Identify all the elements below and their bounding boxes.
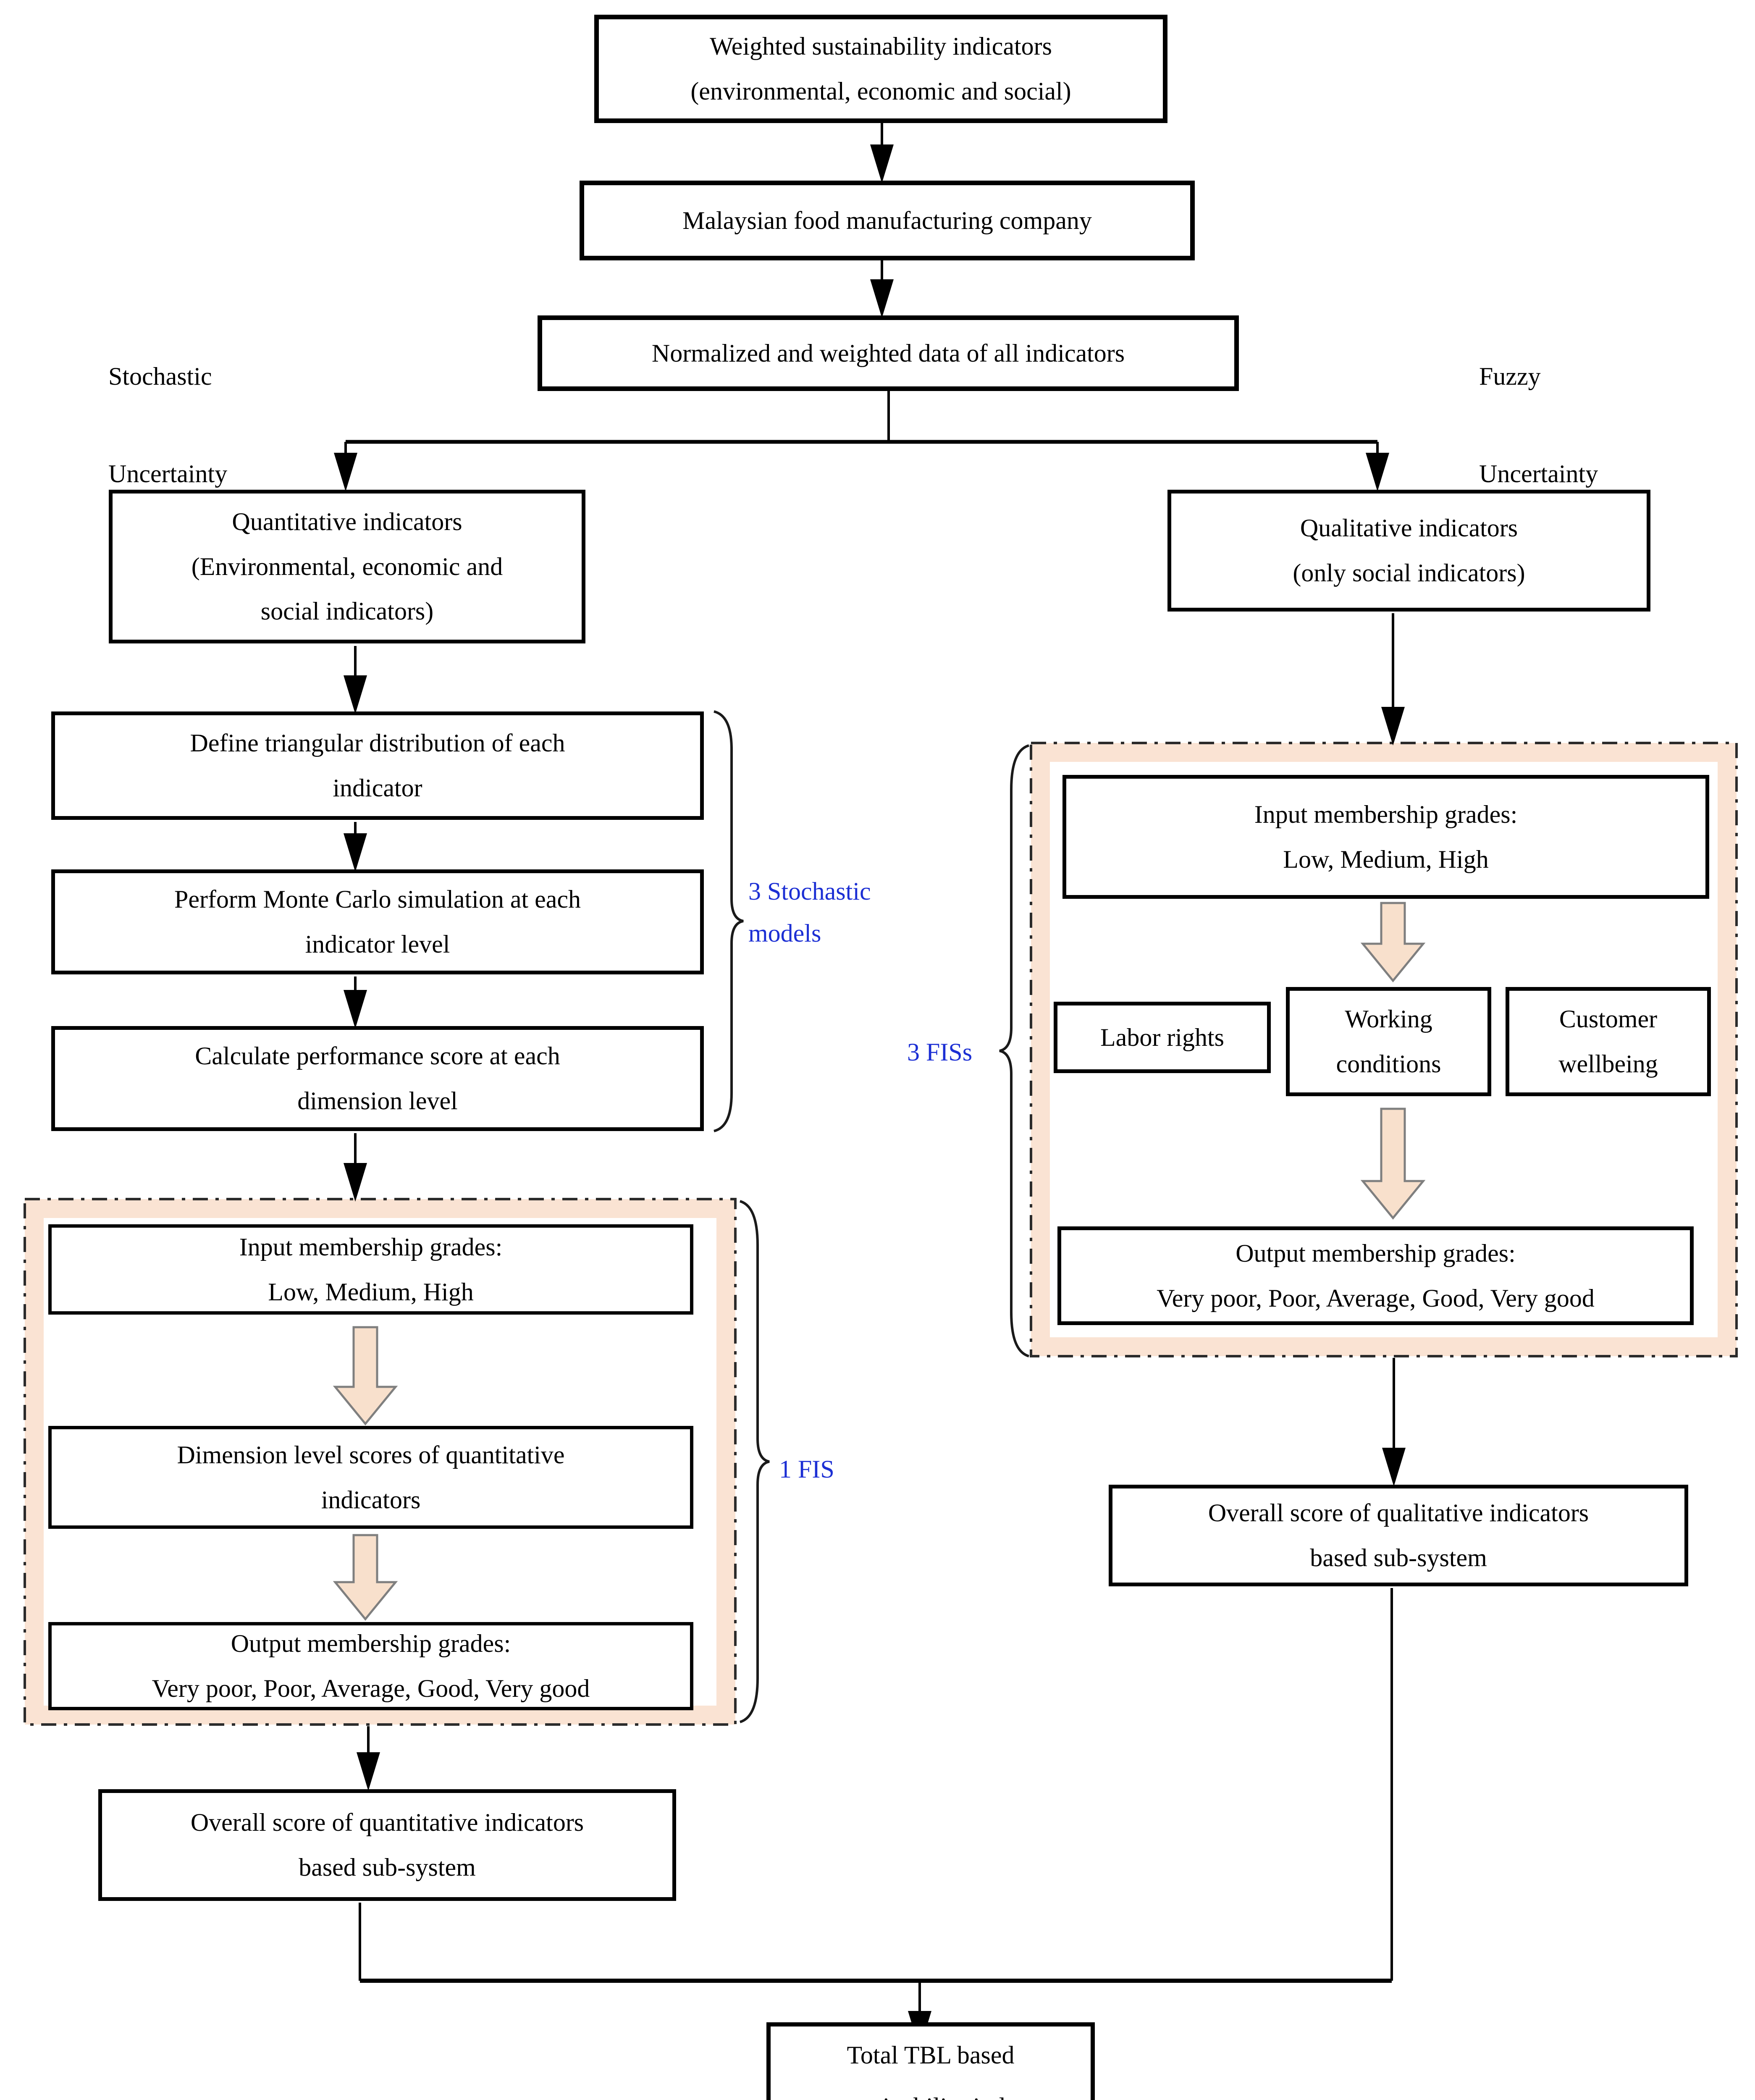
node-text-line: Labor rights (1100, 1023, 1224, 1051)
arrow-split-to-quantitative-head (334, 453, 357, 491)
left-fis-panel-dash-border (24, 1198, 737, 1726)
node-text-line: Dimension level scores of quantitative (177, 1441, 565, 1469)
arrow-split-to-qualitative-head (1366, 453, 1389, 491)
label-three-fiss: 3 FISs (907, 1031, 972, 1073)
label-text-line: 3 Stochastic (748, 877, 871, 905)
brace-one-fis (740, 1200, 770, 1723)
node-text-line: Normalized and weighted data of all indi… (651, 339, 1125, 367)
label-text-line: 1 FIS (779, 1455, 834, 1483)
block-arrow-right-input-to-indicators (1360, 902, 1426, 982)
node-text-line: Quantitative indicators (232, 507, 462, 536)
node-normalized-data: Normalized and weighted data of all indi… (538, 315, 1239, 391)
node-quantitative-indicators: Quantitative indicators (Environmental, … (109, 490, 585, 643)
node-text-line: (only social indicators) (1293, 559, 1525, 587)
node-text-line: Customer (1559, 1005, 1658, 1033)
node-text-line: Output membership grades: (1236, 1239, 1516, 1267)
node-text-line: Total TBL based (847, 2041, 1015, 2069)
brace-three-fiss (999, 744, 1029, 1357)
node-customer-wellbeing: Customer wellbeing (1506, 987, 1711, 1096)
node-text-line: Very poor, Poor, Average, Good, Very goo… (152, 1675, 590, 1702)
node-text-line: (Environmental, economic and (191, 552, 503, 580)
arrow-left-panel-to-overall-head (357, 1752, 380, 1791)
node-define-triangular-distribution: Define triangular distribution of each i… (51, 711, 704, 820)
node-overall-score-quantitative: Overall score of quantitative indicators… (98, 1789, 676, 1901)
arrow-qualitative-to-right-panel-head (1381, 707, 1405, 746)
node-text-line: Calculate performance score at each (195, 1042, 560, 1070)
brace-three-stochastic-models (714, 710, 744, 1132)
node-dimension-level-scores: Dimension level scores of quantitative i… (48, 1426, 693, 1529)
block-arrow-left-input-to-dimension (333, 1326, 398, 1425)
node-text-line: indicator (333, 774, 422, 802)
right-fis-panel-dash-border (1030, 742, 1738, 1357)
block-arrow-right-indicators-to-output (1360, 1108, 1426, 1220)
node-labor-rights: Labor rights (1054, 1002, 1271, 1073)
node-text-line: wellbeing (1558, 1050, 1658, 1078)
node-text-line: based sub-system (299, 1853, 476, 1881)
arrow-define-to-monte-head (344, 833, 367, 872)
node-text-line: Overall score of qualitative indicators (1208, 1499, 1589, 1527)
node-text-line: indicator level (305, 930, 450, 958)
node-output-membership-grades-right: Output membership grades: Very poor, Poo… (1057, 1226, 1694, 1325)
arrow-calculate-to-left-panel-head (344, 1163, 367, 1202)
label-text-line: Uncertainty (1479, 460, 1598, 488)
arrow-monte-to-calculate-head (344, 990, 367, 1029)
node-input-membership-grades-left: Input membership grades: Low, Medium, Hi… (48, 1224, 693, 1315)
label-one-fis: 1 FIS (779, 1448, 834, 1490)
node-text-line: Qualitative indicators (1300, 514, 1518, 542)
label-text-line: models (748, 919, 821, 947)
node-text-line: Input membership grades: (1254, 800, 1518, 828)
block-arrow-left-dimension-to-output (333, 1534, 398, 1621)
arrow-malaysian-to-normalized-head (870, 279, 894, 318)
node-monte-carlo-simulation: Perform Monte Carlo simulation at each i… (51, 869, 704, 974)
node-total-tbl-index: Total TBL based sustainability index (766, 2022, 1095, 2100)
label-three-stochastic-models: 3 Stochastic models (748, 870, 871, 954)
node-text-line: based sub-system (1310, 1544, 1487, 1572)
arrow-right-panel-to-overall-head (1382, 1448, 1406, 1486)
node-text-line: conditions (1336, 1050, 1441, 1078)
node-text-line: Output membership grades: (231, 1630, 511, 1658)
label-text-line: 3 FISs (907, 1038, 973, 1066)
node-text-line: sustainability index (832, 2081, 1029, 2100)
node-text-line: Weighted sustainability indicators (709, 32, 1052, 60)
label-text-line: Stochastic (108, 362, 212, 390)
label-text-line: Uncertainty (108, 460, 228, 488)
node-text-line: dimension level (297, 1087, 458, 1115)
node-text-line: Perform Monte Carlo simulation at each (174, 885, 581, 914)
node-weighted-indicators: Weighted sustainability indicators (envi… (594, 15, 1167, 123)
arrow-quantitative-to-define-head (344, 675, 367, 714)
node-working-conditions: Working conditions (1286, 987, 1491, 1096)
node-qualitative-indicators: Qualitative indicators (only social indi… (1167, 490, 1650, 612)
node-text-line: Malaysian food manufacturing company (682, 206, 1092, 234)
node-calculate-performance-score: Calculate performance score at each dime… (51, 1026, 704, 1131)
node-text-line: Working (1345, 1005, 1432, 1033)
node-text-line: social indicators) (260, 597, 434, 625)
node-text-line: Very poor, Poor, Average, Good, Very goo… (1157, 1284, 1595, 1312)
node-text-line: Define triangular distribution of each (190, 729, 565, 757)
arrow-weighted-to-malaysian-head (870, 144, 894, 183)
node-text-line: (environmental, economic and social) (690, 77, 1071, 105)
node-text-line: Overall score of quantitative indicators (190, 1809, 584, 1837)
label-stochastic-uncertainty: Stochastic Uncertainty (108, 328, 227, 522)
node-output-membership-grades-left: Output membership grades: Very poor, Poo… (48, 1622, 693, 1710)
node-text-line: Low, Medium, High (268, 1278, 474, 1306)
node-text-line: Input membership grades: (239, 1233, 503, 1261)
node-overall-score-qualitative: Overall score of qualitative indicators … (1109, 1485, 1688, 1586)
node-text-line: indicators (321, 1486, 421, 1514)
node-input-membership-grades-right: Input membership grades: Low, Medium, Hi… (1062, 775, 1709, 899)
node-text-line: Low, Medium, High (1283, 845, 1489, 873)
label-fuzzy-uncertainty: Fuzzy Uncertainty (1479, 328, 1598, 522)
node-malaysian-company: Malaysian food manufacturing company (580, 181, 1195, 260)
label-text-line: Fuzzy (1479, 362, 1541, 390)
